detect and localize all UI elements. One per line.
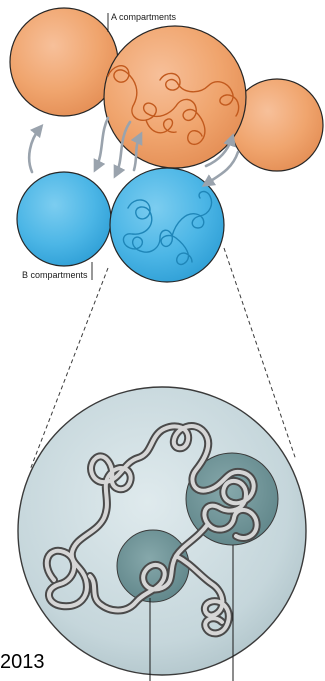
b-compartment-sphere-right xyxy=(110,168,224,282)
year-label: 2013 xyxy=(0,651,45,673)
arrow-a-to-b-left xyxy=(96,118,108,168)
b-compartments-group: B compartments xyxy=(17,168,224,282)
a-compartments-label: A compartments xyxy=(111,12,177,22)
a-compartment-sphere-center xyxy=(104,26,246,168)
a-compartments-group: A compartments xyxy=(10,8,323,171)
b-compartments-label: B compartments xyxy=(22,270,88,280)
zoomed-nucleus xyxy=(18,387,306,681)
a-compartment-sphere-left xyxy=(10,8,118,116)
b-compartment-sphere-left xyxy=(17,172,111,266)
arrow-b-to-a-left xyxy=(29,128,40,172)
